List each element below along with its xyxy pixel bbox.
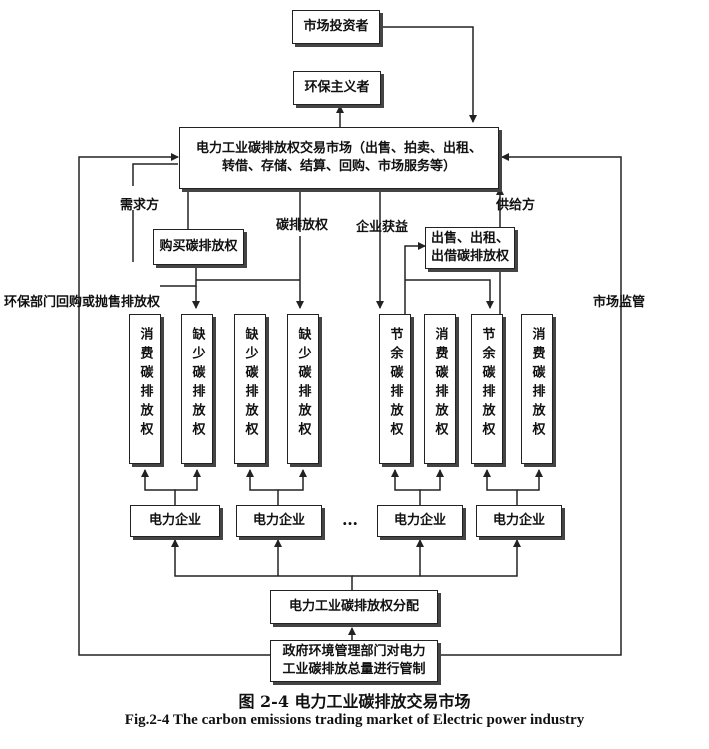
figure-caption-english: Fig.2-4 The carbon emissions trading mar… [124,712,585,728]
power-enterprise-label: 电力企业 [393,513,446,528]
power-enterprise-box: 电力企业 [377,505,463,537]
buy-emission-rights-box: 购买碳排放权 [153,229,244,265]
emission-column: 节余碳排放权 [471,314,503,464]
emission-column-label: 缺少碳排放权 [242,327,258,441]
trading-market-box: 电力工业碳排放权交易市场（出售、拍卖、出租、转借、存储、结算、回购、市场服务等） [179,127,499,189]
env-buyback-label: 环保部门回购或抛售排放权 [4,295,161,310]
sell-emission-rights-box: 出售、出租、出借碳排放权 [425,227,515,269]
environmentalist-label: 环保主义者 [304,80,370,95]
power-enterprise-box: 电力企业 [476,505,562,537]
emission-column-label: 缺少碳排放权 [295,327,311,441]
figure-caption-chinese: 图 2-4 电力工业碳排放交易市场 [238,692,471,711]
enterprise-gain-label: 企业获益 [356,220,409,235]
power-enterprise-label: 电力企业 [492,513,545,528]
government-regulation-label: 政府环境管理部门对电力工业碳排放总量进行管制 [282,644,426,677]
emission-column: 节余碳排放权 [379,314,411,464]
power-enterprise-box: 电力企业 [236,505,322,537]
sell-emission-rights-label: 出售、出租、出借碳排放权 [430,231,509,264]
market-investor-box: 市场投资者 [292,10,380,44]
emission-allocation-box: 电力工业碳排放权分配 [270,590,438,624]
power-enterprise-label: 电力企业 [148,513,201,528]
emission-allocation-label: 电力工业碳排放权分配 [288,599,419,614]
emission-column-label: 缺少碳排放权 [189,327,205,441]
trading-market-label: 电力工业碳排放权交易市场（出售、拍卖、出租、转借、存储、结算、回购、市场服务等） [195,141,482,174]
government-regulation-box: 政府环境管理部门对电力工业碳排放总量进行管制 [270,640,438,682]
market-investor-label: 市场投资者 [303,19,369,34]
emission-column-label: 消费碳排放权 [137,327,153,441]
emission-column: 消费碳排放权 [521,314,553,464]
supply-side-label: 供给方 [496,198,536,213]
emission-column-label: 消费碳排放权 [529,327,545,441]
emission-column-label: 节余碳排放权 [387,327,403,441]
emission-rights-label: 碳排放权 [276,218,329,233]
environmentalist-box: 环保主义者 [293,71,381,105]
buy-emission-rights-label: 购买碳排放权 [159,239,238,254]
emission-column: 缺少碳排放权 [234,314,266,464]
demand-side-label: 需求方 [120,198,160,213]
ellipsis-label: … [342,510,358,529]
emission-column: 缺少碳排放权 [181,314,213,464]
power-enterprise-box: 电力企业 [130,505,220,537]
emission-column: 缺少碳排放权 [287,314,319,464]
emission-column: 消费碳排放权 [129,314,161,464]
market-supervision-label: 市场监管 [593,295,646,310]
power-enterprise-label: 电力企业 [252,513,305,528]
emission-column-label: 消费碳排放权 [432,327,448,441]
emission-column-label: 节余碳排放权 [479,327,495,441]
emission-column: 消费碳排放权 [424,314,456,464]
